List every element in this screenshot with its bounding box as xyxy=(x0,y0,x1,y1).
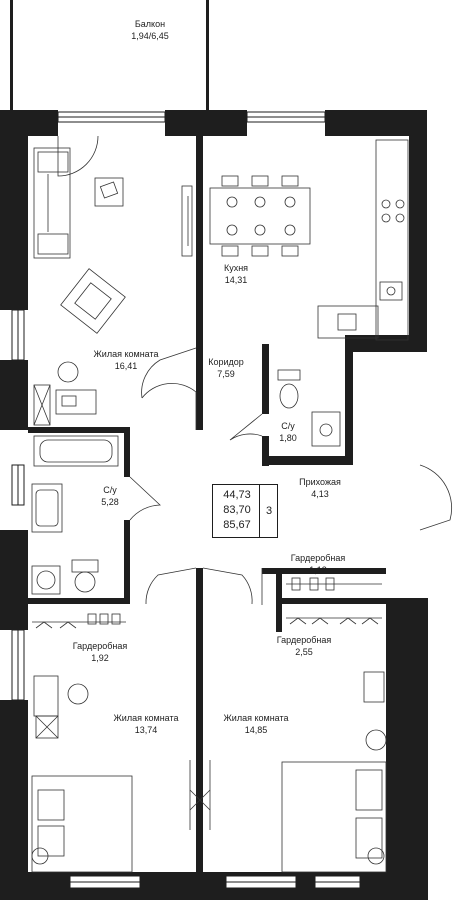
wardrobe-2-label: Гардеробная 1,92 xyxy=(73,640,127,664)
tv-icon xyxy=(181,185,193,257)
wardrobe-1-label: Гардеробная 1,12 xyxy=(291,552,345,576)
living-room-2-label: Жилая комната 13,74 xyxy=(113,712,178,736)
stove-icon xyxy=(381,199,405,223)
room-name: Жилая комната xyxy=(223,713,289,723)
room-name: Жилая комната xyxy=(113,713,179,723)
desk-icon xyxy=(33,361,97,426)
room-name: Гардеробная xyxy=(72,641,128,651)
total-area-value: 83,70 xyxy=(223,504,251,516)
living-room-1-label: Жилая комната 16,41 xyxy=(93,348,158,372)
furniture xyxy=(31,139,409,873)
room-area: 1,12 xyxy=(309,565,327,575)
room-name: Гардеробная xyxy=(276,635,332,645)
hallway-label: Прихожая 4,13 xyxy=(299,476,341,500)
hanger-icon xyxy=(32,577,382,629)
living-room-3-label: Жилая комната 14,85 xyxy=(223,712,288,736)
bed-icon xyxy=(281,671,387,873)
bed-icon xyxy=(31,775,133,873)
balcony-label: Балкон 1,94/6,45 xyxy=(131,18,169,42)
windows xyxy=(11,111,361,889)
closet-icon xyxy=(189,760,211,830)
room-name: С/у xyxy=(281,421,295,431)
room-name: Прихожая xyxy=(299,477,341,487)
sink-icon xyxy=(31,483,63,533)
room-count: 3 xyxy=(259,485,278,537)
total-area-with-balcony-value: 85,67 xyxy=(223,519,251,531)
room-area: 16,41 xyxy=(114,361,138,371)
walls xyxy=(0,0,428,900)
corridor-label: Коридор 7,59 xyxy=(208,356,244,380)
room-name: Гардеробная xyxy=(290,553,346,563)
room-area: 1,80 xyxy=(279,433,297,443)
room-area: 14,85 xyxy=(244,725,268,735)
toilet-icon xyxy=(71,559,99,593)
wardrobe-3-label: Гардеробная 2,55 xyxy=(277,634,331,658)
coffee-table-icon xyxy=(94,177,124,207)
room-area: 2,55 xyxy=(295,647,313,657)
kitchen-counter-icon xyxy=(317,139,409,341)
room-area: 7,59 xyxy=(217,369,235,379)
bathroom-1-label: С/у 1,80 xyxy=(279,420,297,444)
armchair-icon xyxy=(60,268,126,334)
room-name: Коридор xyxy=(208,357,244,367)
room-area: 1,94/6,45 xyxy=(131,31,169,41)
room-name: Жилая комната xyxy=(93,349,159,359)
living-area-value: 44,73 xyxy=(223,489,251,501)
room-name: Кухня xyxy=(223,263,249,273)
toilet-icon xyxy=(277,369,301,409)
dining-table-icon xyxy=(209,175,311,257)
desk-icon xyxy=(33,675,89,739)
room-area: 14,31 xyxy=(224,275,248,285)
room-area: 5,28 xyxy=(101,497,119,507)
room-area: 13,74 xyxy=(134,725,158,735)
washing-machine-icon xyxy=(31,565,61,595)
room-name: Балкон xyxy=(134,19,166,29)
sink-icon xyxy=(311,411,341,447)
sofa-icon xyxy=(33,147,71,259)
area-summary-box: 44,73 83,70 85,67 3 xyxy=(212,484,278,538)
kitchen-label: Кухня 14,31 xyxy=(224,262,248,286)
sink-icon xyxy=(337,281,403,331)
room-name: С/у xyxy=(103,485,117,495)
door-swings xyxy=(57,135,453,605)
bathtub-icon xyxy=(33,435,119,467)
room-area: 4,13 xyxy=(311,489,329,499)
area-values: 44,73 83,70 85,67 xyxy=(216,488,258,533)
bathroom-2-label: С/у 5,28 xyxy=(101,484,119,508)
room-area: 1,92 xyxy=(91,653,109,663)
